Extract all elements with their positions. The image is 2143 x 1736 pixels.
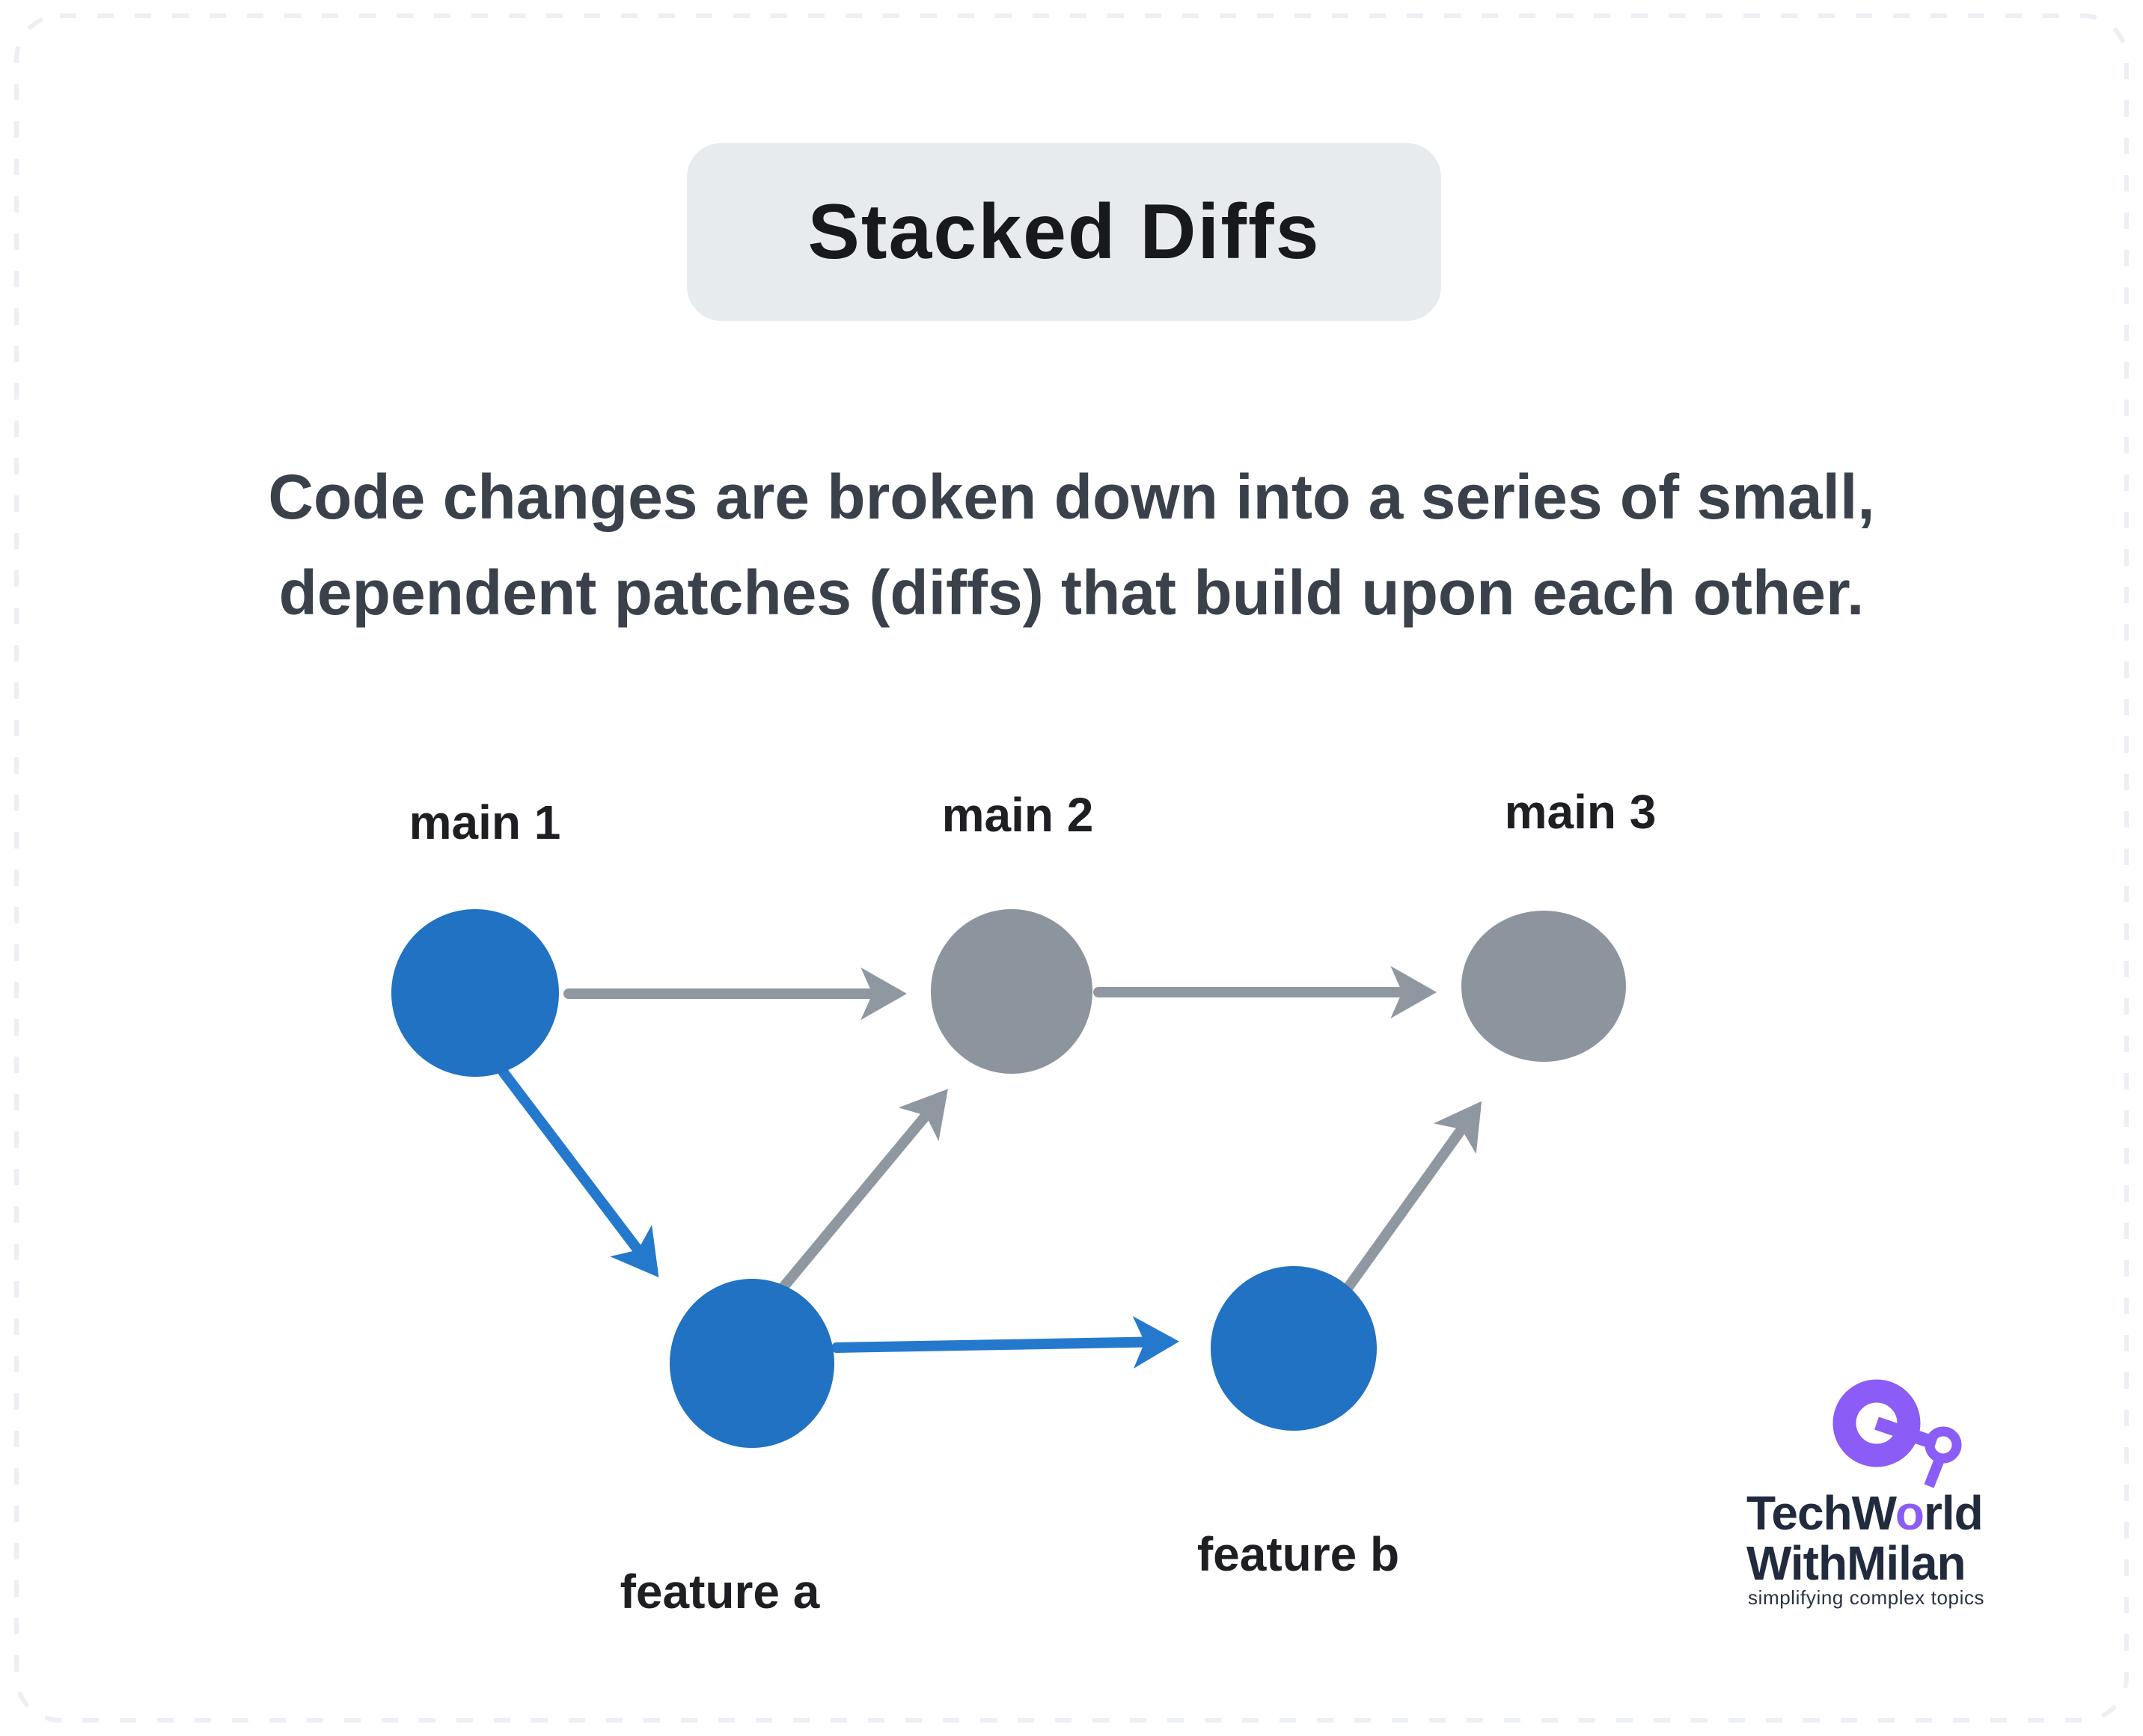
node-main-3: [1461, 911, 1626, 1062]
label-main-2: main 2: [941, 788, 1094, 842]
node-main-2: [931, 909, 1092, 1074]
label-feature-b: feature b: [1196, 1527, 1400, 1581]
edge-main1-featureA: [498, 1066, 659, 1278]
node-feature-b: [1211, 1266, 1377, 1431]
label-main-1: main 1: [409, 795, 561, 849]
logo-name-o-ring: o: [1895, 1486, 1925, 1540]
description-block: Code changes are broken down into a seri…: [0, 449, 2143, 641]
title-pill: Stacked Diffs: [687, 143, 1441, 321]
edge-featureA-main2: [767, 1089, 948, 1306]
label-feature-a: feature a: [620, 1565, 820, 1619]
logo-name-line2: WithMilan: [1746, 1536, 1966, 1590]
logo-tagline: simplifying complex topics: [1748, 1586, 1985, 1609]
page-title: Stacked Diffs: [807, 188, 1321, 275]
edge-featureB-main3: [1342, 1101, 1482, 1295]
logo-name-line1-pre: TechW: [1746, 1486, 1896, 1540]
edge-featureA-featureB: [831, 1315, 1179, 1369]
node-main-1: [391, 909, 559, 1077]
brand-logo: TechWorld WithMilan simplifying complex …: [1743, 1375, 2043, 1615]
logo-name-line1-post: rld: [1923, 1486, 1984, 1540]
label-main-3: main 3: [1504, 785, 1657, 839]
logo-name-line1: TechWorld: [1746, 1485, 1984, 1541]
node-feature-a: [670, 1279, 834, 1448]
description-line-1: Code changes are broken down into a seri…: [268, 462, 1875, 532]
description-line-2: dependent patches (diffs) that build upo…: [278, 557, 1865, 628]
molecule-icon: [1832, 1379, 1962, 1488]
page-dashed-border: [14, 13, 2129, 1723]
